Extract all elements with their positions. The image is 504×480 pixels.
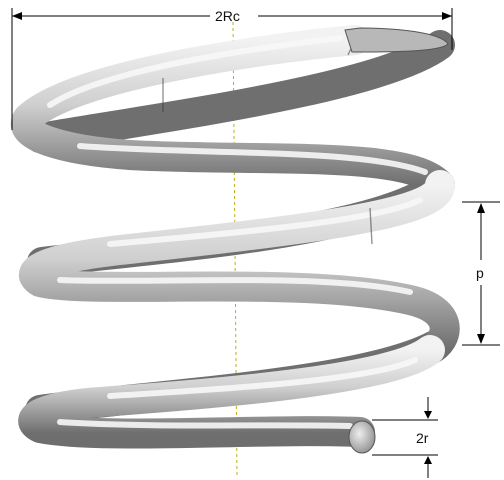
coil-bottom-end-cap [348,420,376,454]
coil-highlights [47,35,428,429]
wire-diameter-label: 2r [416,430,429,446]
diameter-dimension: 2Rc [11,8,453,130]
pitch-label: p [476,265,484,281]
coil-top-end [344,27,449,53]
pitch-dimension: p [462,201,500,346]
wire-diameter-dimension: 2r [372,397,438,478]
diameter-label: 2Rc [215,8,240,24]
